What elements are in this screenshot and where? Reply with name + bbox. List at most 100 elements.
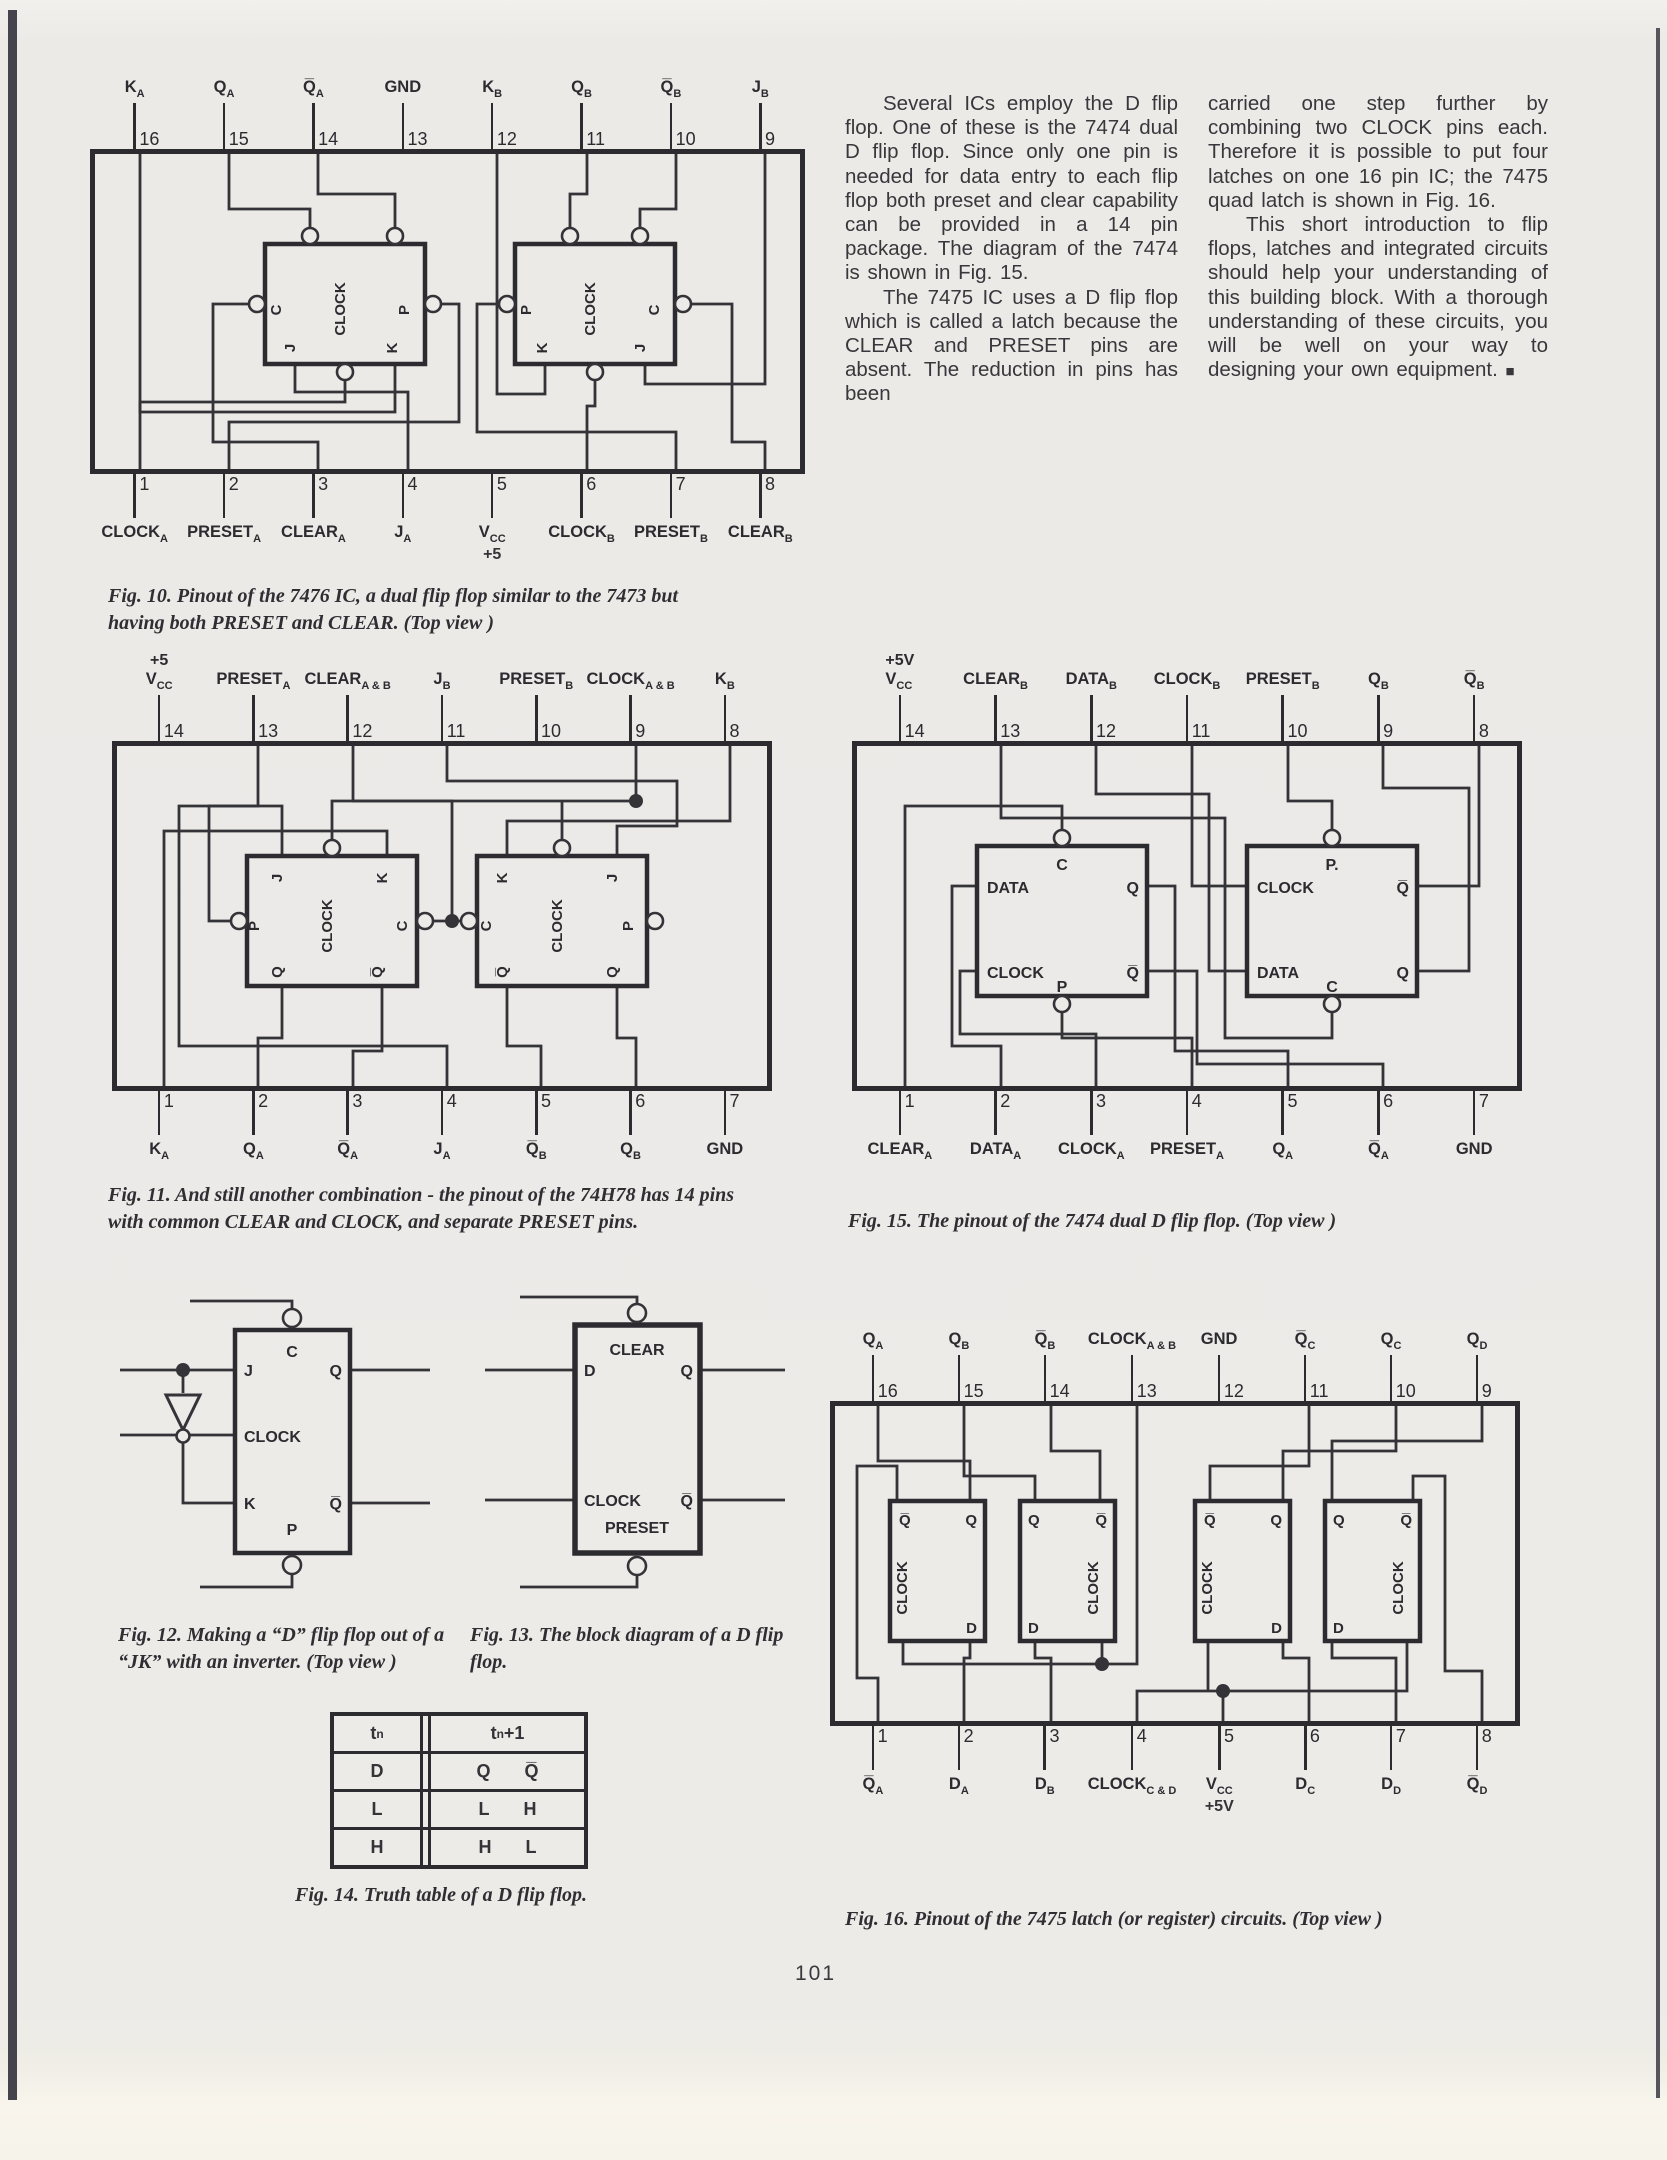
pin-label: PRESETB xyxy=(633,523,708,545)
ff-label: J xyxy=(604,874,621,882)
pin-lead: 5 xyxy=(490,474,507,518)
pin-number: 5 xyxy=(540,1091,551,1111)
pin-label: DD xyxy=(1381,1775,1402,1797)
pin-label: QB xyxy=(948,1330,970,1352)
ic-pin: PRESETB 10 xyxy=(489,670,583,741)
pin-number: 16 xyxy=(139,129,160,149)
ff-label: Q̅ xyxy=(1204,1512,1216,1529)
pin-lead: 7 xyxy=(1472,1091,1489,1135)
ff-label: Q̅ xyxy=(369,966,386,978)
pin-lead: 3 xyxy=(1043,1726,1059,1770)
ic-pin: CLEARB 13 xyxy=(948,670,1044,741)
pin-number: 15 xyxy=(963,1381,984,1401)
pin-lead: 15 xyxy=(222,103,249,149)
pin-lead: 3 xyxy=(346,1091,362,1135)
pin-label: QD xyxy=(1466,1330,1488,1352)
pin-number: 10 xyxy=(1395,1381,1416,1401)
ff-label: D xyxy=(1028,1620,1039,1637)
ff-label: K xyxy=(374,872,391,883)
pin-lead: 9 xyxy=(1377,695,1393,741)
pin-number: 7 xyxy=(1395,1726,1406,1746)
ff-label: CLOCK xyxy=(332,282,349,335)
ic-pin: 3 CLOCKA xyxy=(1043,1091,1139,1163)
pin-label: CLOCKA & B xyxy=(1087,1330,1177,1352)
ic-pin: 4 CLOCKC & D xyxy=(1088,1726,1176,1816)
scan-left-edge xyxy=(8,10,17,2100)
schematic-wires xyxy=(855,1406,1484,1721)
ic-pin: PRESETB 10 xyxy=(1235,670,1331,741)
fig11-schematic-svg: J CLOCK K P C Q Q̅ K CLOCK J C P Q̅ Q xyxy=(162,746,732,1086)
pin-lead: 8 xyxy=(759,474,775,518)
figure-10: KA 16 QA 15 Q̅A 14 GND 13 xyxy=(90,78,805,564)
latch-a-box xyxy=(887,1498,988,1644)
ic-pin: JB 9 xyxy=(716,78,805,149)
pin-label: PRESETA xyxy=(216,670,291,692)
pin-label: CLOCKA xyxy=(101,523,168,545)
pin-label: GND xyxy=(1455,1140,1493,1158)
pin-number: 4 xyxy=(1191,1091,1202,1111)
figure-12-caption: Fig. 12. Making a “D” flip flop out of a… xyxy=(118,1624,445,1673)
ff-label: Q̅ xyxy=(899,1512,911,1529)
paragraph: Several ICs employ the D flip flop. One … xyxy=(845,92,1178,285)
pin-number: 9 xyxy=(765,129,776,149)
pin-lead: 7 xyxy=(723,1091,740,1135)
ff-label: CLOCK xyxy=(319,899,336,952)
ff-label: D xyxy=(1271,1620,1282,1637)
article-column-1: Several ICs employ the D flip flop. One … xyxy=(845,92,1178,407)
pin-lead: 15 xyxy=(957,1355,984,1401)
pin-lead: 4 xyxy=(1185,1091,1202,1135)
pin-lead: 10 xyxy=(669,103,696,149)
fig16-bottom-pins: 1 Q̅A 2 DA 3 DB 4 CLOC xyxy=(830,1726,1520,1816)
pin-label: DA xyxy=(948,1775,969,1797)
scan-right-edge xyxy=(1656,28,1660,2098)
paragraph: The 7475 IC uses a D flip flop which is … xyxy=(845,285,1178,406)
ic-pin: Q̅B 14 xyxy=(1002,1330,1088,1401)
fig10-ic-outline: C CLOCK P J K P CLOCK C K J xyxy=(90,149,805,474)
figure-11-caption: Fig. 11. And still another combination -… xyxy=(108,1184,735,1233)
ic-pin: 2 QA xyxy=(206,1091,300,1163)
pin-label: JB xyxy=(751,78,769,100)
pin-label: QA xyxy=(213,78,235,100)
pin-number: 9 xyxy=(1383,721,1394,741)
pin-label: QA xyxy=(1272,1140,1294,1162)
ic-pin: QD 9 xyxy=(1434,1330,1520,1401)
ic-pin: QB 11 xyxy=(537,78,626,149)
ff-label: PRESET xyxy=(605,1520,669,1537)
pin-lead: 2 xyxy=(994,1091,1010,1135)
pin-number: 14 xyxy=(318,129,339,149)
pin-label: CLOCKB xyxy=(548,523,615,545)
figure-14-caption: Fig. 14. Truth table of a D flip flop. xyxy=(295,1884,588,1906)
paragraph: carried one step further by combining tw… xyxy=(1208,92,1548,212)
ic-pin: 4 PRESETA xyxy=(1139,1091,1235,1163)
ic-pin: 2 DATAA xyxy=(948,1091,1044,1163)
fig15-ic-outline: C DATA Q CLOCK Q̅ P P. CLOCK Q̅ DATA Q C xyxy=(852,741,1522,1091)
ic-pin: Q̅C 11 xyxy=(1262,1330,1348,1401)
pin-lead: 4 xyxy=(1130,1726,1147,1770)
ic-pin: JB 11 xyxy=(395,670,489,741)
pin-label: CLEARA xyxy=(281,523,346,545)
pin-number: 8 xyxy=(1478,721,1489,741)
pin-number: 8 xyxy=(765,474,776,494)
pin-number: 6 xyxy=(635,1091,646,1111)
ff-label: Q̅ xyxy=(330,1495,342,1513)
ff-label: C xyxy=(1326,979,1338,996)
pin-number: 10 xyxy=(1287,721,1308,741)
pin-number: 8 xyxy=(1481,1726,1492,1746)
pin-label: GND xyxy=(1200,1330,1238,1348)
article-end-mark: ■ xyxy=(1505,363,1515,381)
ff-label: K xyxy=(534,342,551,353)
pin-label: CLEARA & B xyxy=(304,670,391,692)
pin-lead: 5 xyxy=(1281,1091,1297,1135)
pin-label: CLEARA xyxy=(867,1140,933,1162)
pin-label: KB xyxy=(714,670,735,692)
ff-label: Q xyxy=(269,966,286,978)
ic-pin: KB 12 xyxy=(448,78,537,149)
pin-label: GND xyxy=(706,1140,744,1158)
ff-label: CLOCK xyxy=(1257,880,1314,897)
ff-label: D xyxy=(584,1363,596,1380)
schematic-wires xyxy=(485,1295,785,1589)
pin-lead: 1 xyxy=(133,474,149,518)
